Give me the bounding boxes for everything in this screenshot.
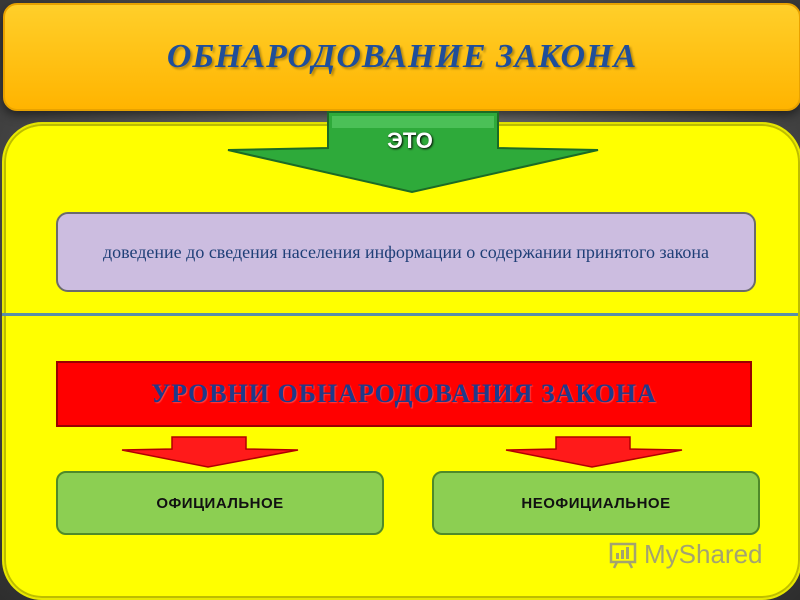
level-unofficial-label: НЕОФИЦИАЛЬНОЕ (521, 494, 671, 512)
levels-heading: УРОВНИ ОБНАРОДОВАНИЯ ЗАКОНА (151, 379, 657, 408)
definition-text: доведение до сведения населения информац… (102, 242, 710, 262)
page-title: ОБНАРОДОВАНИЕ ЗАКОНА (166, 38, 638, 75)
definition-box: доведение до сведения населения информац… (56, 212, 756, 292)
level-official-label: ОФИЦИАЛЬНОЕ (156, 494, 284, 512)
watermark-text: MyShared (644, 538, 763, 569)
level-official-box: ОФИЦИАЛЬНОЕ (56, 471, 384, 535)
title-banner: ОБНАРОДОВАНИЕ ЗАКОНА (3, 3, 800, 111)
section-divider (2, 313, 798, 316)
level-unofficial-box: НЕОФИЦИАЛЬНОЕ (432, 471, 760, 535)
myshared-logo-icon (609, 542, 637, 569)
levels-heading-box: УРОВНИ ОБНАРОДОВАНИЯ ЗАКОНА (56, 361, 752, 427)
watermark: MyShared (608, 536, 763, 572)
connector-label: ЭТО (387, 128, 433, 153)
